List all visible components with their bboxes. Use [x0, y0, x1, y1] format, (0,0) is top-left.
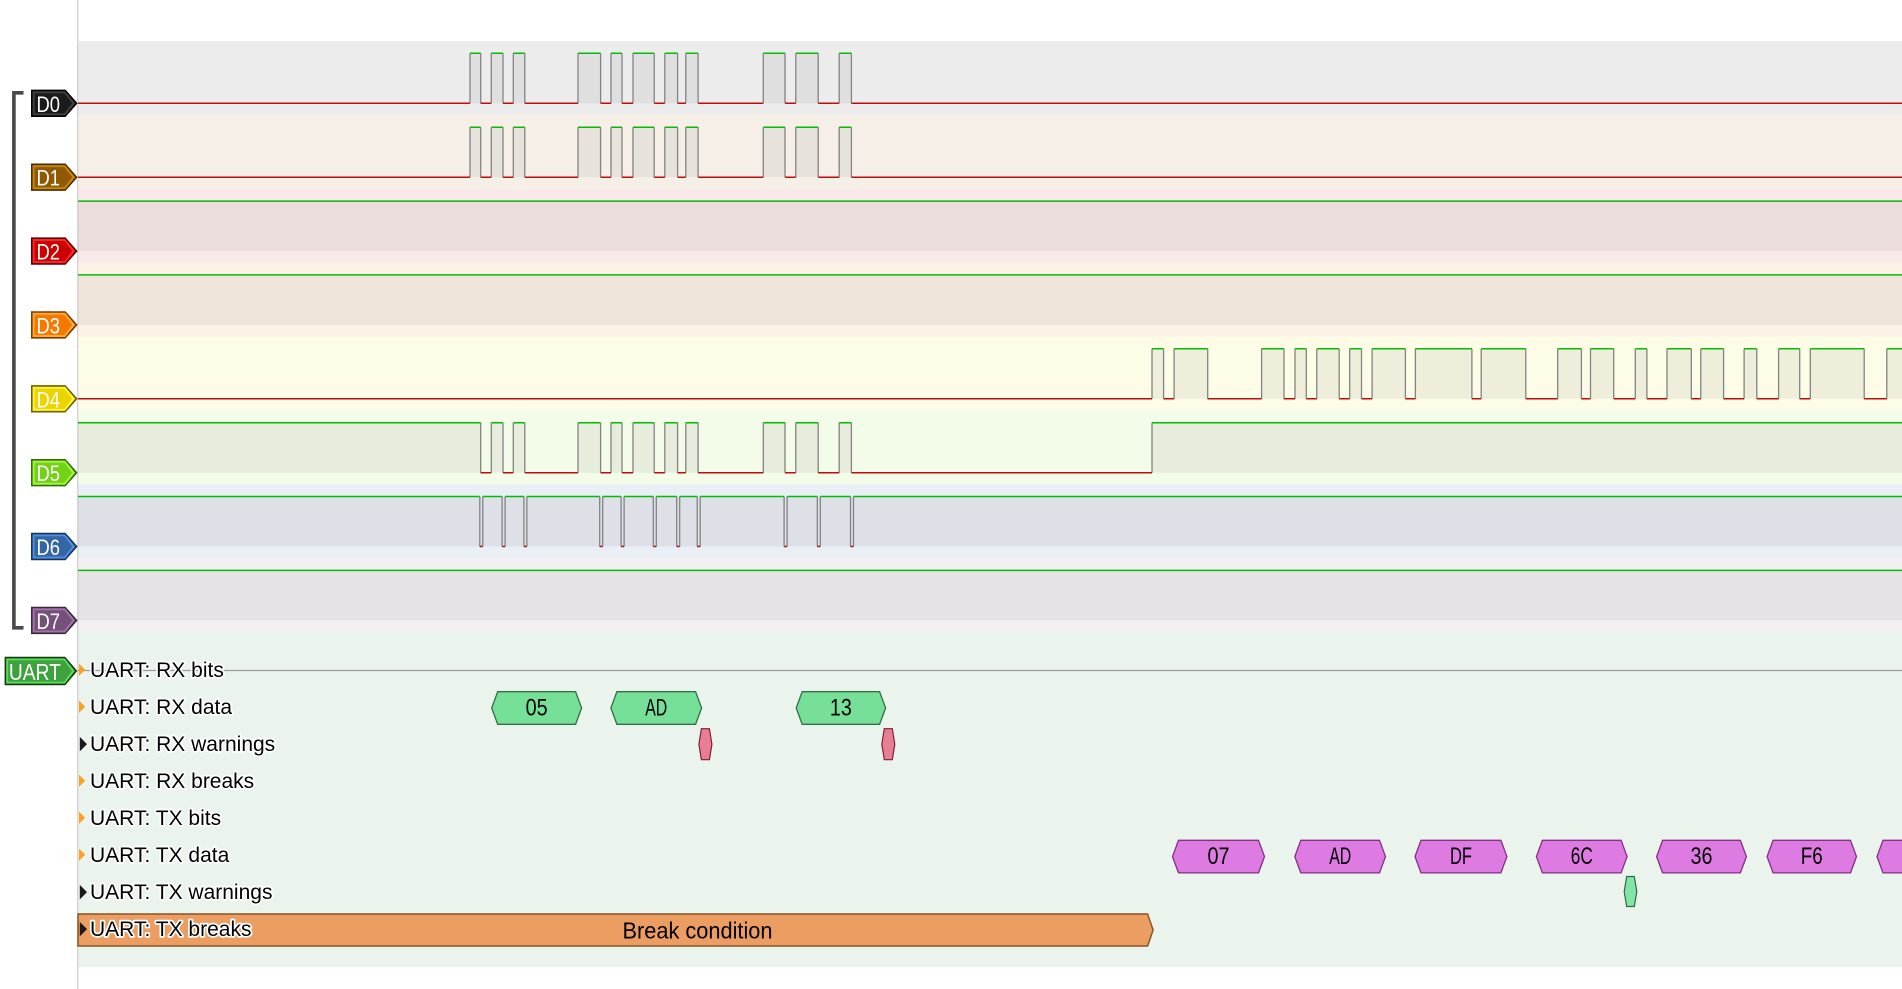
svg-text:F6: F6 [1801, 843, 1823, 870]
svg-text:AD: AD [645, 695, 667, 722]
svg-text:07: 07 [1208, 843, 1230, 870]
svg-text:D3: D3 [36, 313, 60, 338]
svg-text:D6: D6 [36, 535, 60, 560]
svg-text:D1: D1 [36, 166, 60, 191]
svg-text:UART: RX data: UART: RX data [90, 696, 232, 719]
svg-text:6C: 6C [1571, 843, 1593, 870]
svg-text:UART: TX warnings: UART: TX warnings [90, 881, 272, 904]
svg-text:05: 05 [526, 695, 548, 722]
svg-text:UART: RX bits: UART: RX bits [90, 659, 224, 682]
svg-text:Break condition: Break condition [623, 918, 773, 944]
svg-text:UART: TX data: UART: TX data [90, 844, 230, 867]
svg-text:D5: D5 [36, 461, 60, 486]
svg-text:13: 13 [830, 695, 852, 722]
svg-text:DF: DF [1450, 843, 1472, 870]
svg-text:AD: AD [1329, 843, 1351, 870]
svg-text:D4: D4 [36, 387, 60, 412]
svg-text:D0: D0 [36, 92, 60, 117]
svg-text:D2: D2 [36, 240, 60, 265]
svg-text:36: 36 [1691, 843, 1713, 870]
svg-text:UART: TX bits: UART: TX bits [90, 807, 221, 830]
svg-text:UART: TX breaks: UART: TX breaks [90, 918, 251, 941]
svg-text:D7: D7 [36, 609, 60, 634]
svg-text:UART: RX warnings: UART: RX warnings [90, 733, 275, 756]
svg-text:UART: UART [9, 659, 61, 685]
svg-text:UART: RX breaks: UART: RX breaks [90, 770, 254, 793]
